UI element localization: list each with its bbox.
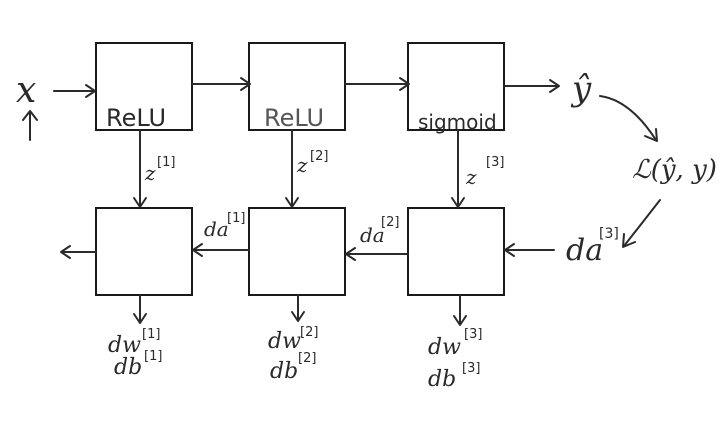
dw2-label: dw	[268, 329, 301, 354]
arrow-loss-to-da3	[622, 199, 661, 248]
input-up-arrow-icon	[22, 110, 38, 141]
z1-superscript: [1]	[157, 155, 175, 170]
arrow-x-to-layer1	[53, 84, 96, 98]
arrow-z2-down	[285, 129, 299, 208]
activation-label-1: ReLU	[106, 104, 166, 132]
loss-label: ℒ(ŷ, y)	[632, 155, 717, 185]
db3-label: db	[428, 367, 456, 392]
db3-superscript: [3]	[462, 361, 480, 376]
arrow-backward-2-to-1	[192, 243, 250, 257]
dw1-label: dw	[108, 333, 141, 358]
dw3-superscript: [3]	[464, 327, 482, 342]
dw2-superscript: [2]	[300, 325, 318, 340]
z3-superscript: [3]	[486, 155, 504, 170]
z2-superscript: [2]	[310, 149, 328, 164]
db1-label: db	[114, 355, 142, 380]
da2-superscript: [2]	[381, 215, 399, 230]
da2-label: da	[360, 223, 385, 247]
dw3-label: dw	[428, 335, 461, 360]
input-x-label: x	[16, 70, 36, 111]
da1-label: da	[204, 217, 229, 241]
arrow-z1-down	[133, 129, 147, 208]
arrow-layer1-to-layer2	[191, 77, 251, 91]
activation-label-2: ReLU	[264, 104, 324, 132]
da1-superscript: [1]	[227, 211, 245, 226]
z3-label: z	[465, 165, 477, 189]
arrow-layer2-to-layer3	[344, 77, 410, 91]
backward-layer3-box	[407, 207, 505, 296]
da3-label: da	[566, 233, 603, 268]
arrow-output-to-loss	[599, 95, 658, 142]
arrow-grad2-down	[291, 294, 305, 322]
arrow-da3-to-backward-layer3	[504, 243, 555, 257]
arrow-grad3-down	[453, 294, 467, 326]
forward-layer3-box	[407, 42, 505, 131]
da3-superscript: [3]	[599, 226, 619, 242]
dw1-superscript: [1]	[142, 327, 160, 342]
forward-layer1-box	[95, 42, 193, 131]
output-yhat-label: ŷ	[570, 69, 592, 109]
backward-layer1-box	[95, 207, 193, 296]
arrow-backward-1-out	[60, 245, 97, 259]
arrow-layer3-to-output	[503, 79, 560, 93]
arrow-backward-3-to-2	[345, 247, 409, 261]
db2-superscript: [2]	[298, 351, 316, 366]
z2-label: z	[296, 153, 308, 177]
arrow-grad1-down	[133, 294, 147, 324]
backward-layer2-box	[248, 207, 346, 296]
db1-superscript: [1]	[144, 349, 162, 364]
z1-label: z	[144, 161, 156, 185]
arrow-z3-down	[451, 129, 465, 208]
db2-label: db	[270, 359, 298, 384]
forward-layer2-box	[248, 42, 346, 131]
